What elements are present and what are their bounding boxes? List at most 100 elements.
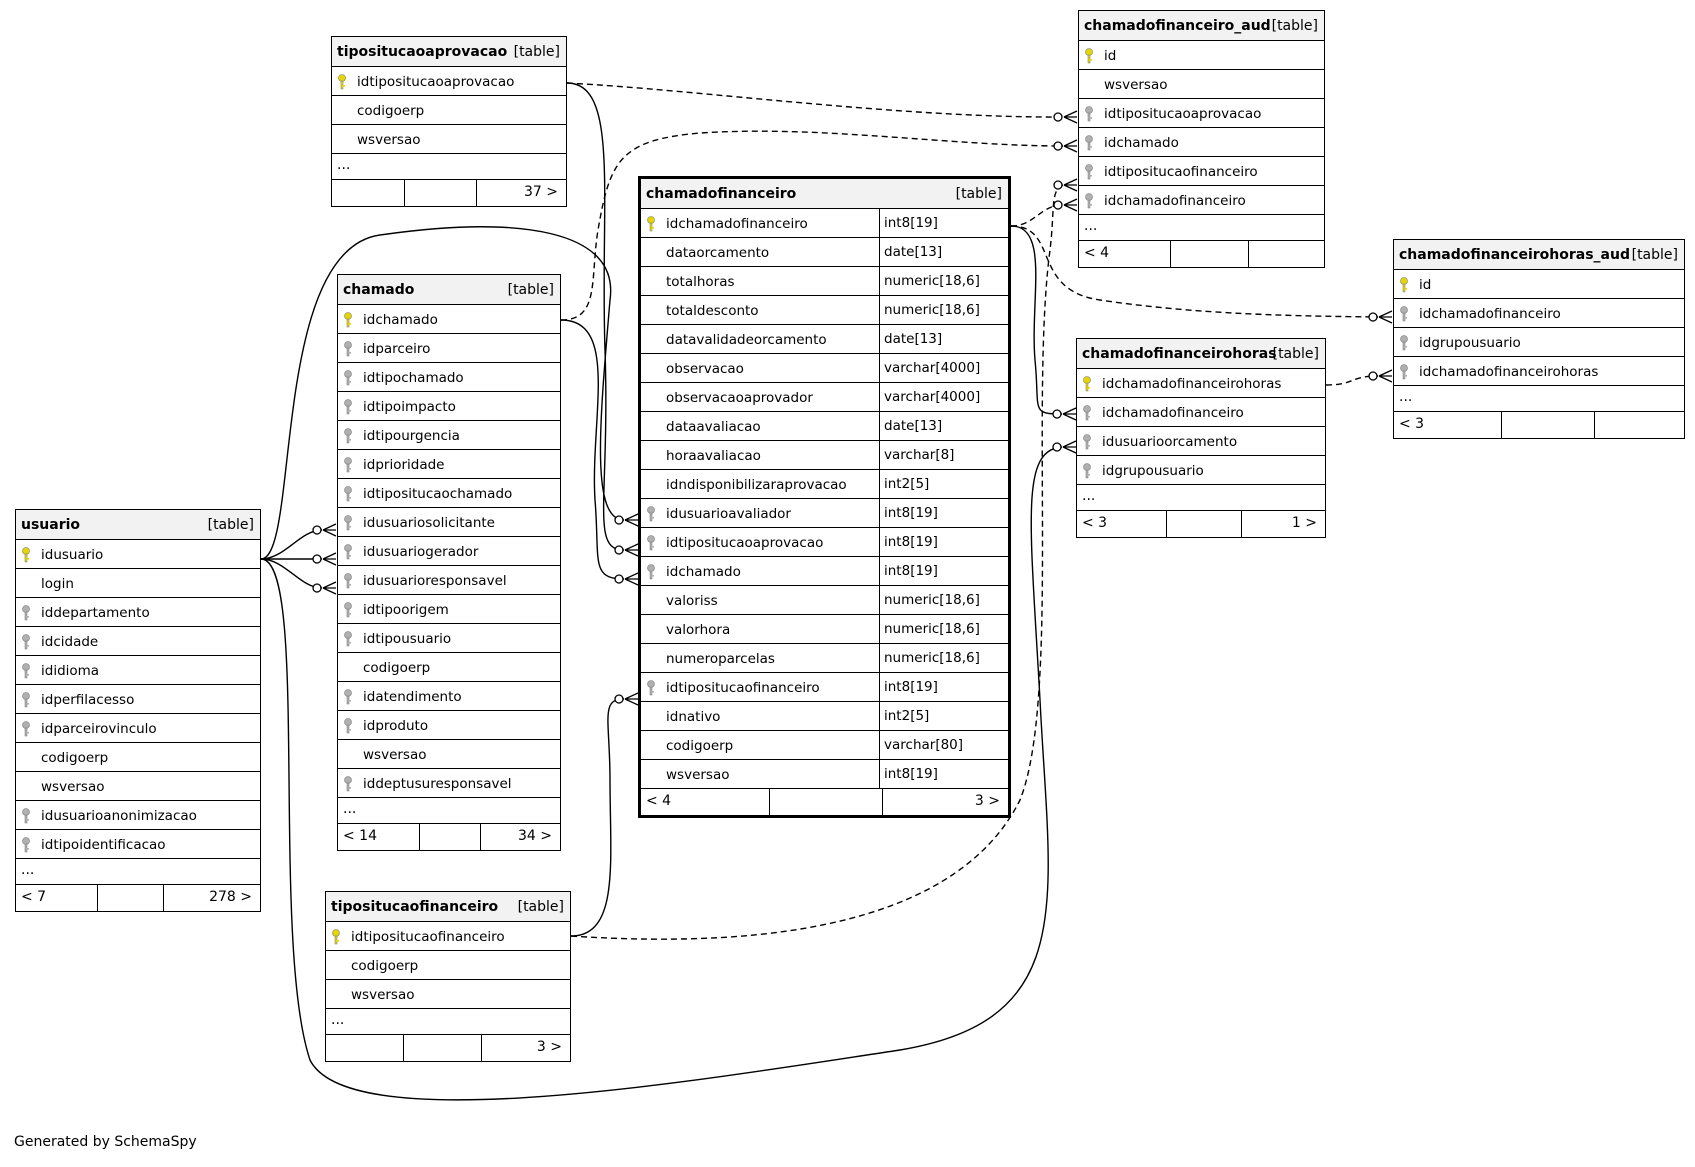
column-row[interactable]: wsversao xyxy=(16,772,260,801)
table-header[interactable]: usuario[table] xyxy=(16,510,260,540)
column-row[interactable]: idtipositucaochamado xyxy=(338,479,560,508)
column-row[interactable]: idusuarioorcamento xyxy=(1077,427,1325,456)
table-name[interactable]: chamado xyxy=(343,282,415,298)
column-row[interactable]: idusuarioanonimizacao xyxy=(16,801,260,830)
column-row[interactable]: idusuarioresponsavel xyxy=(338,566,560,595)
column-row[interactable]: idchamadofinanceiro xyxy=(1077,398,1325,427)
column-row[interactable]: idchamadofinanceirohoras xyxy=(1077,369,1325,398)
table-cfhaud[interactable]: chamadofinanceirohoras_aud[table] id idc… xyxy=(1393,239,1685,439)
column-row[interactable]: idparceiro xyxy=(338,334,560,363)
table-header[interactable]: chamadofinanceirohoras_aud[table] xyxy=(1394,240,1684,270)
column-row[interactable]: wsversao xyxy=(1079,70,1324,99)
table-name[interactable]: chamadofinanceiro xyxy=(646,186,797,202)
column-row[interactable]: idusuario xyxy=(16,540,260,569)
table-name[interactable]: chamadofinanceirohoras xyxy=(1082,346,1277,362)
children-count-cell[interactable]: 278 > xyxy=(163,885,260,911)
column-row[interactable]: wsversao xyxy=(338,740,560,769)
column-row[interactable]: idchamado xyxy=(338,305,560,334)
table-chamado[interactable]: chamado[table] idchamado idparceiro idti… xyxy=(337,274,561,851)
table-tipofin[interactable]: tipositucaofinanceiro[table] idtiposituc… xyxy=(325,891,571,1062)
table-name[interactable]: chamadofinanceiro_aud xyxy=(1084,18,1271,34)
column-row[interactable]: codigoerp xyxy=(16,743,260,772)
parents-count-cell[interactable]: < 4 xyxy=(1079,241,1170,267)
parents-count-cell[interactable]: < 3 xyxy=(1077,511,1166,537)
children-count-cell[interactable]: 3 > xyxy=(882,789,1008,815)
column-row[interactable]: wsversao xyxy=(332,125,566,154)
table-name[interactable]: usuario xyxy=(21,517,81,533)
children-count-cell[interactable]: 1 > xyxy=(1241,511,1325,537)
table-cfhoras[interactable]: chamadofinanceirohoras[table] idchamadof… xyxy=(1076,338,1326,538)
parents-count-cell[interactable] xyxy=(326,1035,403,1061)
table-name[interactable]: chamadofinanceirohoras_aud xyxy=(1399,247,1630,263)
parents-count-cell[interactable]: < 14 xyxy=(338,824,419,850)
children-count-cell[interactable]: 37 > xyxy=(476,180,566,206)
children-count-cell[interactable]: 34 > xyxy=(480,824,560,850)
column-row[interactable]: wsversao xyxy=(326,980,570,1009)
table-chamadofin[interactable]: chamadofinanceiro[table] idchamadofinanc… xyxy=(638,176,1011,818)
table-header[interactable]: tipositucaoaprovacao[table] xyxy=(332,37,566,67)
column-row[interactable]: idcidade xyxy=(16,627,260,656)
table-tipoaprov[interactable]: tipositucaoaprovacao[table] idtiposituca… xyxy=(331,36,567,207)
children-count-cell[interactable] xyxy=(1594,412,1684,438)
column-row[interactable]: idtipochamado xyxy=(338,363,560,392)
table-header[interactable]: tipositucaofinanceiro[table] xyxy=(326,892,570,922)
column-row[interactable]: id xyxy=(1394,270,1684,299)
column-row[interactable]: idchamado xyxy=(1079,128,1324,157)
column-row[interactable]: idtipositucaofinanceiro xyxy=(1079,157,1324,186)
column-row[interactable]: idparceirovinculo xyxy=(16,714,260,743)
column-row[interactable]: idatendimento xyxy=(338,682,560,711)
table-header[interactable]: chamadofinanceiro_aud[table] xyxy=(1079,11,1324,41)
table-header[interactable]: chamadofinanceirohoras[table] xyxy=(1077,339,1325,369)
parents-count-cell[interactable]: < 7 xyxy=(16,885,97,911)
table-name[interactable]: tipositucaoaprovacao xyxy=(337,44,508,60)
column-row[interactable]: idtipoorigem xyxy=(338,595,560,624)
column-row[interactable]: iddeptusuresponsavel xyxy=(338,769,560,798)
column-row[interactable]: ididioma xyxy=(16,656,260,685)
table-header[interactable]: chamado[table] xyxy=(338,275,560,305)
children-count-cell[interactable]: 3 > xyxy=(481,1035,570,1061)
column-row[interactable]: idtipositucaoaprovacao xyxy=(332,67,566,96)
column-row[interactable]: codigoerp xyxy=(332,96,566,125)
column-row[interactable]: id xyxy=(1079,41,1324,70)
table-name[interactable]: tipositucaofinanceiro xyxy=(331,899,499,915)
column-row[interactable]: idtipourgencia xyxy=(338,421,560,450)
column-row[interactable]: idtipoidentificacao xyxy=(16,830,260,859)
column-row[interactable]: idchamadofinanceiro xyxy=(1394,299,1684,328)
column-row[interactable]: idprioridade xyxy=(338,450,560,479)
column-row[interactable]: login xyxy=(16,569,260,598)
column-row[interactable]: idchamadofinanceirohoras xyxy=(1394,357,1684,386)
column-row[interactable]: idusuariogerador xyxy=(338,537,560,566)
column-row[interactable]: idchamadofinanceiro xyxy=(1079,186,1324,215)
children-count-cell[interactable] xyxy=(1248,241,1324,267)
column-row[interactable]: idgrupousuario xyxy=(1394,328,1684,357)
column-row[interactable]: idusuariosolicitante xyxy=(338,508,560,537)
column-row[interactable]: idtipoimpacto xyxy=(338,392,560,421)
column-row[interactable]: idtipositucaofinanceiro xyxy=(326,922,570,951)
column-row[interactable]: idperfilacesso xyxy=(16,685,260,714)
column-row[interactable]: codigoerp xyxy=(338,653,560,682)
column-row[interactable]: idtipositucaoaprovacao xyxy=(1079,99,1324,128)
column-row[interactable]: idgrupousuario xyxy=(1077,456,1325,485)
column-row[interactable]: iddepartamento xyxy=(16,598,260,627)
